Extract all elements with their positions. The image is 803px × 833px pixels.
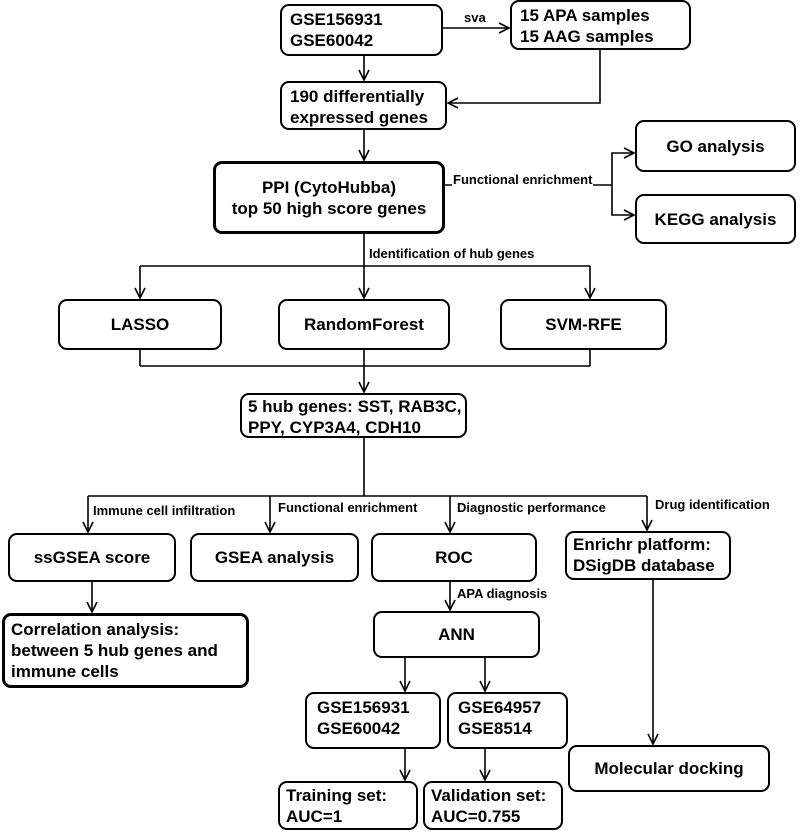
lasso-label: LASSO <box>110 315 170 334</box>
go-analysis-box: GO analysis <box>635 120 796 172</box>
svm-rfe-box: SVM-RFE <box>500 299 667 350</box>
hub-identification-label: Identification of hub genes <box>368 246 536 261</box>
deg-box: 190 differentially expressed genes <box>280 81 447 130</box>
ppi-box: PPI (CytoHubba) top 50 high score genes <box>213 161 445 234</box>
training-dataset-line: GSE156931 <box>317 698 410 717</box>
ppi-line: top 50 high score genes <box>231 198 427 218</box>
validation-datasets-box: GSE64957 GSE8514 <box>447 692 568 749</box>
input-datasets-box: GSE156931 GSE60042 <box>280 4 443 56</box>
training-result-line: AUC=1 <box>286 807 343 826</box>
training-dataset-line: GSE60042 <box>317 719 401 738</box>
training-result-box: Training set: AUC=1 <box>278 781 418 830</box>
correlation-line: between 5 hub genes and <box>11 641 218 660</box>
validation-result-line: Validation set: <box>431 786 547 805</box>
immune-infiltration-label: Immune cell infiltration <box>92 503 237 518</box>
validation-dataset-line: GSE8514 <box>458 719 532 738</box>
correlation-line: Correlation analysis: <box>11 620 180 639</box>
ssgsea-score-box: ssGSEA score <box>8 533 176 582</box>
hub-genes-line: PPY, CYP3A4, CDH10 <box>248 418 421 437</box>
roc-label: ROC <box>435 548 473 567</box>
enrichr-line: DSigDB database <box>573 556 715 575</box>
ann-box: ANN <box>373 611 540 658</box>
validation-dataset-line: GSE64957 <box>458 698 542 717</box>
samples-line: 15 APA samples <box>520 6 650 25</box>
kegg-analysis-label: KEGG analysis <box>654 209 777 229</box>
randomforest-box: RandomForest <box>278 299 450 350</box>
ssgsea-score-label: ssGSEA score <box>33 548 151 567</box>
diagnostic-performance-label: Diagnostic performance <box>456 500 607 515</box>
deg-line: 190 differentially <box>290 87 425 106</box>
samples-line: 15 AAG samples <box>520 27 654 46</box>
sva-label: sva <box>463 10 487 25</box>
randomforest-label: RandomForest <box>304 315 424 334</box>
roc-box: ROC <box>371 533 537 582</box>
validation-result-box: Validation set: AUC=0.755 <box>423 781 563 830</box>
correlation-analysis-box: Correlation analysis: between 5 hub gene… <box>2 613 249 688</box>
dataset-line: GSE60042 <box>290 31 374 50</box>
correlation-line: immune cells <box>11 662 119 681</box>
hub-genes-line: 5 hub genes: SST, RAB3C, <box>248 397 462 416</box>
go-analysis-label: GO analysis <box>666 136 765 156</box>
lasso-box: LASSO <box>58 299 222 350</box>
gsea-analysis-label: GSEA analysis <box>214 548 335 567</box>
samples-box: 15 APA samples 15 AAG samples <box>510 0 691 50</box>
deg-line: expressed genes <box>290 108 428 127</box>
molecular-docking-label: Molecular docking <box>594 759 744 778</box>
enrichr-line: Enrichr platform: <box>573 535 711 554</box>
enrichr-box: Enrichr platform: DSigDB database <box>565 531 731 580</box>
dataset-line: GSE156931 <box>290 10 383 29</box>
drug-identification-label: Drug identification <box>654 497 771 512</box>
gsea-analysis-box: GSEA analysis <box>190 533 359 582</box>
hub-genes-box: 5 hub genes: SST, RAB3C, PPY, CYP3A4, CD… <box>240 393 467 438</box>
apa-diagnosis-label: APA diagnosis <box>456 586 549 601</box>
ann-label: ANN <box>438 625 475 644</box>
training-result-line: Training set: <box>286 786 388 805</box>
functional-enrichment-label: Functional enrichment <box>452 172 594 187</box>
kegg-analysis-box: KEGG analysis <box>635 194 796 244</box>
ppi-line: PPI (CytoHubba) <box>261 177 397 197</box>
validation-result-line: AUC=0.755 <box>431 807 521 826</box>
molecular-docking-box: Molecular docking <box>568 745 770 792</box>
svm-rfe-label: SVM-RFE <box>545 315 622 334</box>
functional-enrichment-label: Functional enrichment <box>277 500 419 515</box>
training-datasets-box: GSE156931 GSE60042 <box>305 692 441 749</box>
